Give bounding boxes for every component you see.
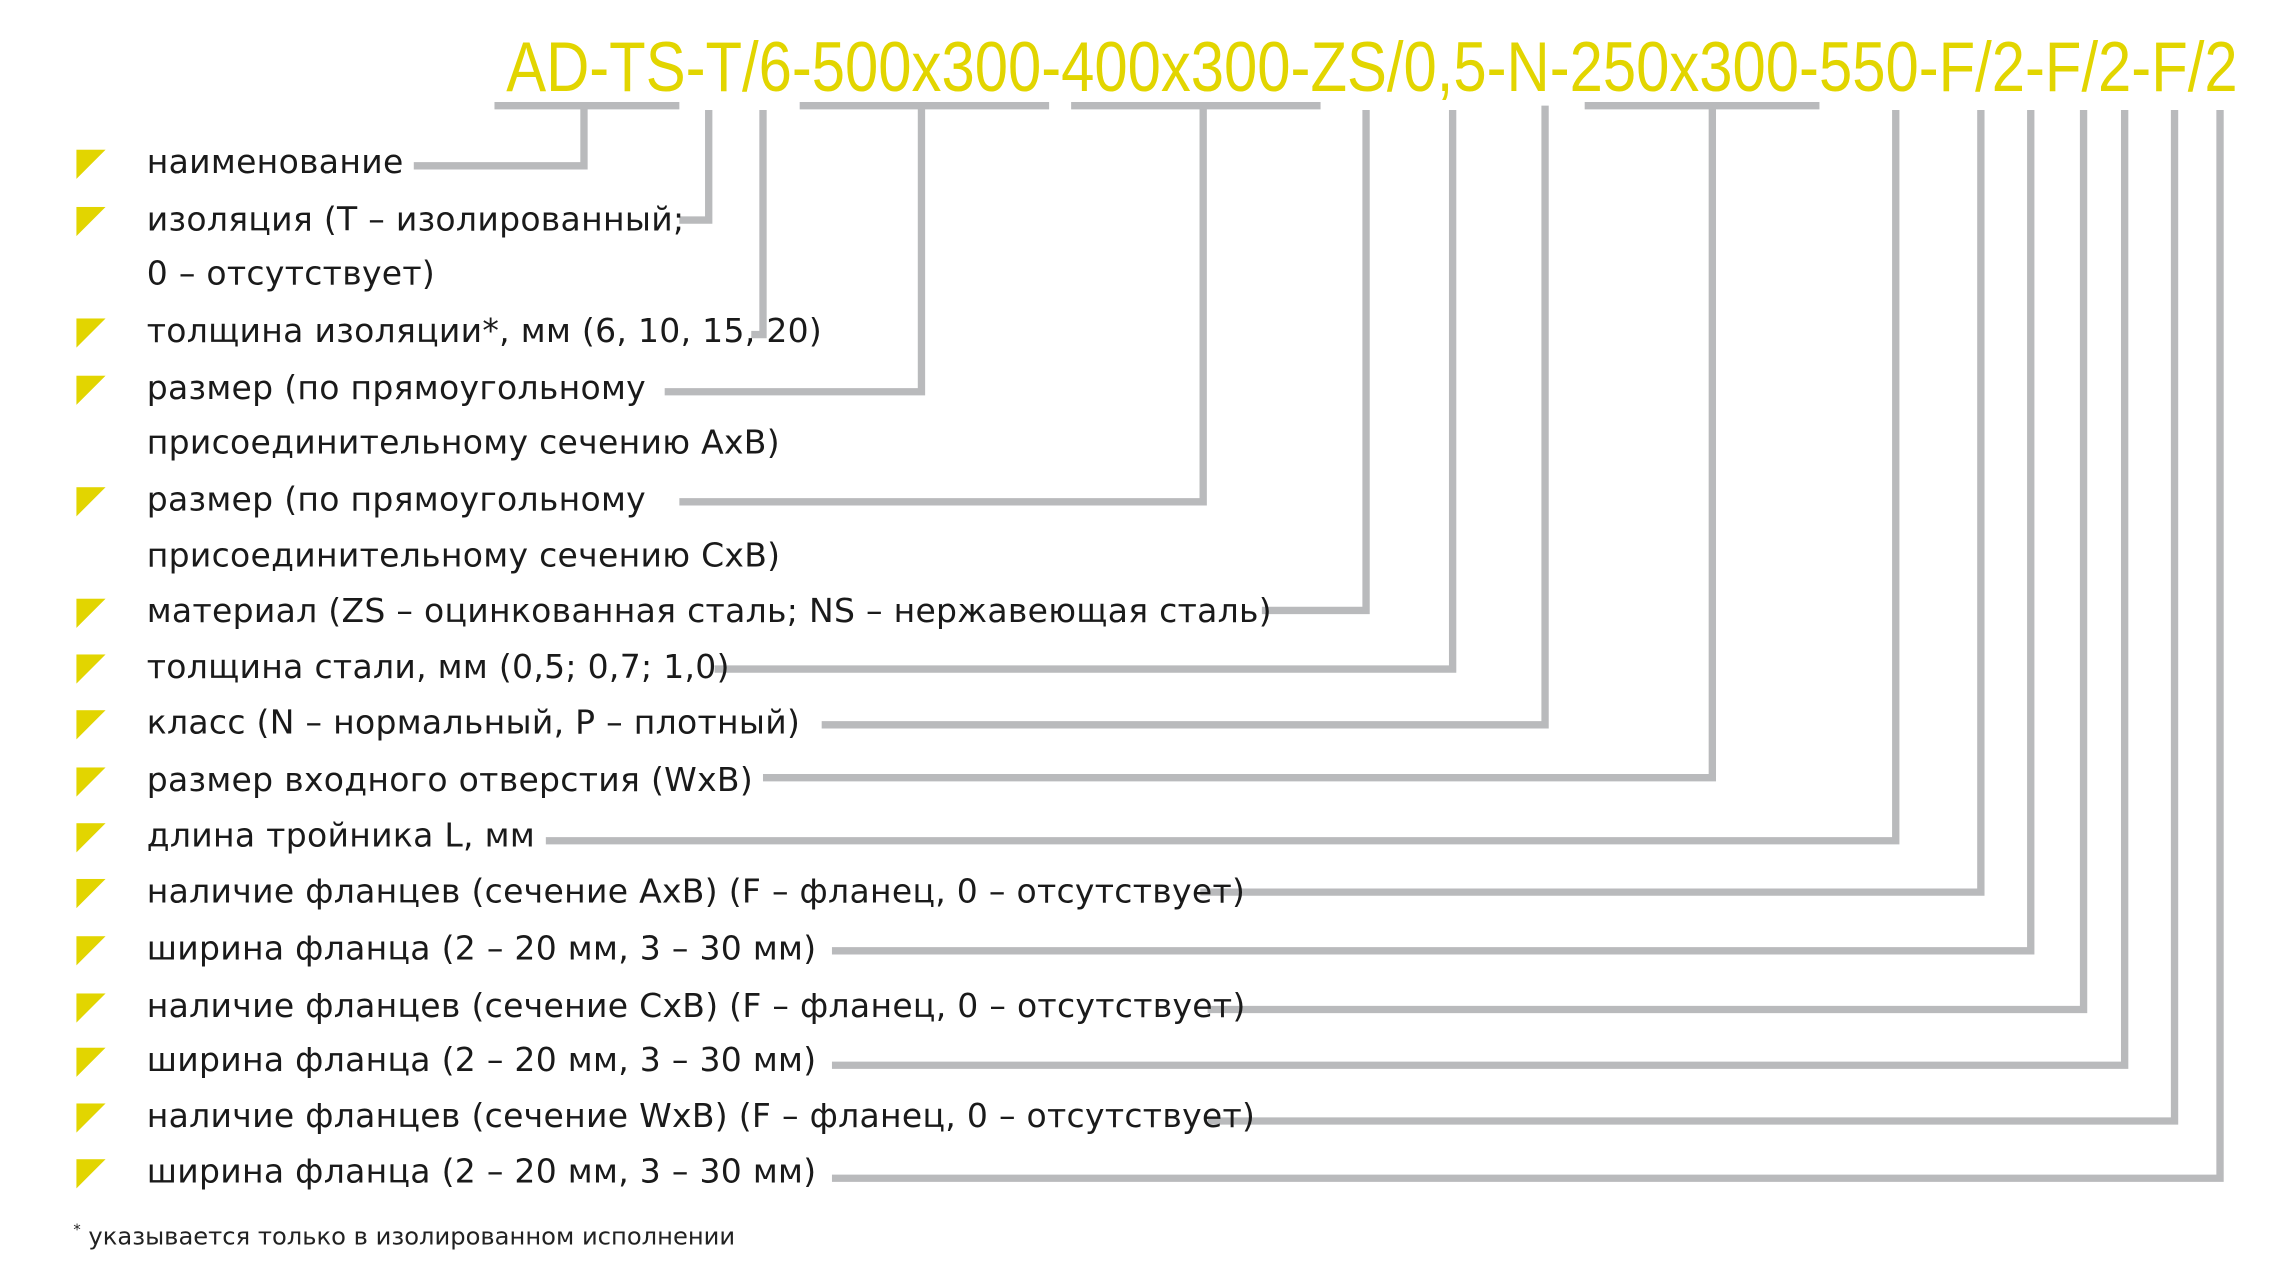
- footnote: * указывается только в изолированном исп…: [73, 1222, 735, 1250]
- connector-line: [1207, 110, 2088, 1014]
- connector-line: [1200, 110, 1985, 896]
- legend-item-text: материал (ZS – оцинкованная сталь; NS – …: [146, 592, 1272, 631]
- legend-item-text: присоединительному сечению AxB): [146, 424, 780, 463]
- connector-line: [664, 105, 926, 396]
- legend-item-text: наименование: [146, 143, 404, 182]
- connector-line: [679, 105, 1207, 506]
- connector-line: [821, 105, 1549, 729]
- bullet-icon: [76, 480, 146, 524]
- bullet-icon: [76, 703, 146, 747]
- connector-line: [413, 105, 588, 170]
- connector-line: [762, 105, 1717, 782]
- connector-line: [1261, 110, 1370, 615]
- bullet-icon: [76, 986, 146, 1030]
- connector-line: [714, 110, 1457, 673]
- bullet-icon: [76, 591, 146, 635]
- legend-item-text: наличие фланцев (сечение CxB) (F – флане…: [146, 987, 1246, 1026]
- legend-item-text: наличие фланцев (сечение AxB) (F – флане…: [146, 873, 1246, 912]
- bullet-icon: [76, 142, 146, 186]
- legend-item-text: ширина фланца (2 – 20 мм, 3 – 30 мм): [146, 1153, 817, 1192]
- bullet-icon: [76, 200, 146, 244]
- bullet-icon: [76, 872, 146, 916]
- legend-item-text: толщина изоляции*, мм (6, 10, 15, 20): [146, 312, 823, 351]
- legend-item-text: размер (по прямоугольному: [146, 481, 647, 520]
- legend-item-text: 0 – отсутствует): [146, 255, 436, 294]
- product-code-title: AD-TS-T/6-500x300-400x300-ZS/0,5-N-250x3…: [506, 27, 2237, 106]
- bullet-icon: [76, 1096, 146, 1140]
- legend-item-text: ширина фланца (2 – 20 мм, 3 – 30 мм): [146, 930, 817, 969]
- connector-line: [751, 110, 767, 339]
- bullet-icon: [76, 816, 146, 860]
- legend-item-text: присоединительному сечению CxB): [146, 537, 781, 576]
- bullet-icon: [76, 929, 146, 973]
- footnote-mark: *: [73, 1222, 81, 1240]
- legend-item-text: толщина стали, мм (0,5; 0,7; 1,0): [146, 648, 730, 687]
- connector-line: [831, 110, 2224, 1182]
- bullet-icon: [76, 1040, 146, 1084]
- bullet-icon: [76, 311, 146, 355]
- footnote-text: указывается только в изолированном испол…: [88, 1222, 736, 1251]
- connector-line: [831, 110, 2129, 1069]
- bullet-icon: [76, 760, 146, 804]
- connector-line: [679, 110, 713, 224]
- legend-item-text: ширина фланца (2 – 20 мм, 3 – 30 мм): [146, 1041, 817, 1080]
- legend-item-text: изоляция (T – изолированный;: [146, 201, 685, 240]
- connector-line: [831, 110, 2035, 955]
- connector-line: [1207, 110, 2179, 1125]
- connector-line: [545, 110, 1900, 845]
- bullet-icon: [76, 647, 146, 691]
- legend-item-text: размер (по прямоугольному: [146, 369, 647, 408]
- legend-item-text: класс (N – нормальный, P – плотный): [146, 704, 801, 743]
- bullet-icon: [76, 368, 146, 412]
- legend-item-text: длина тройника L, мм: [146, 817, 536, 856]
- legend-item-text: наличие фланцев (сечение WxB) (F – флане…: [146, 1097, 1256, 1136]
- legend-item-text: размер входного отверстия (WxB): [146, 761, 754, 800]
- bullet-icon: [76, 1152, 146, 1196]
